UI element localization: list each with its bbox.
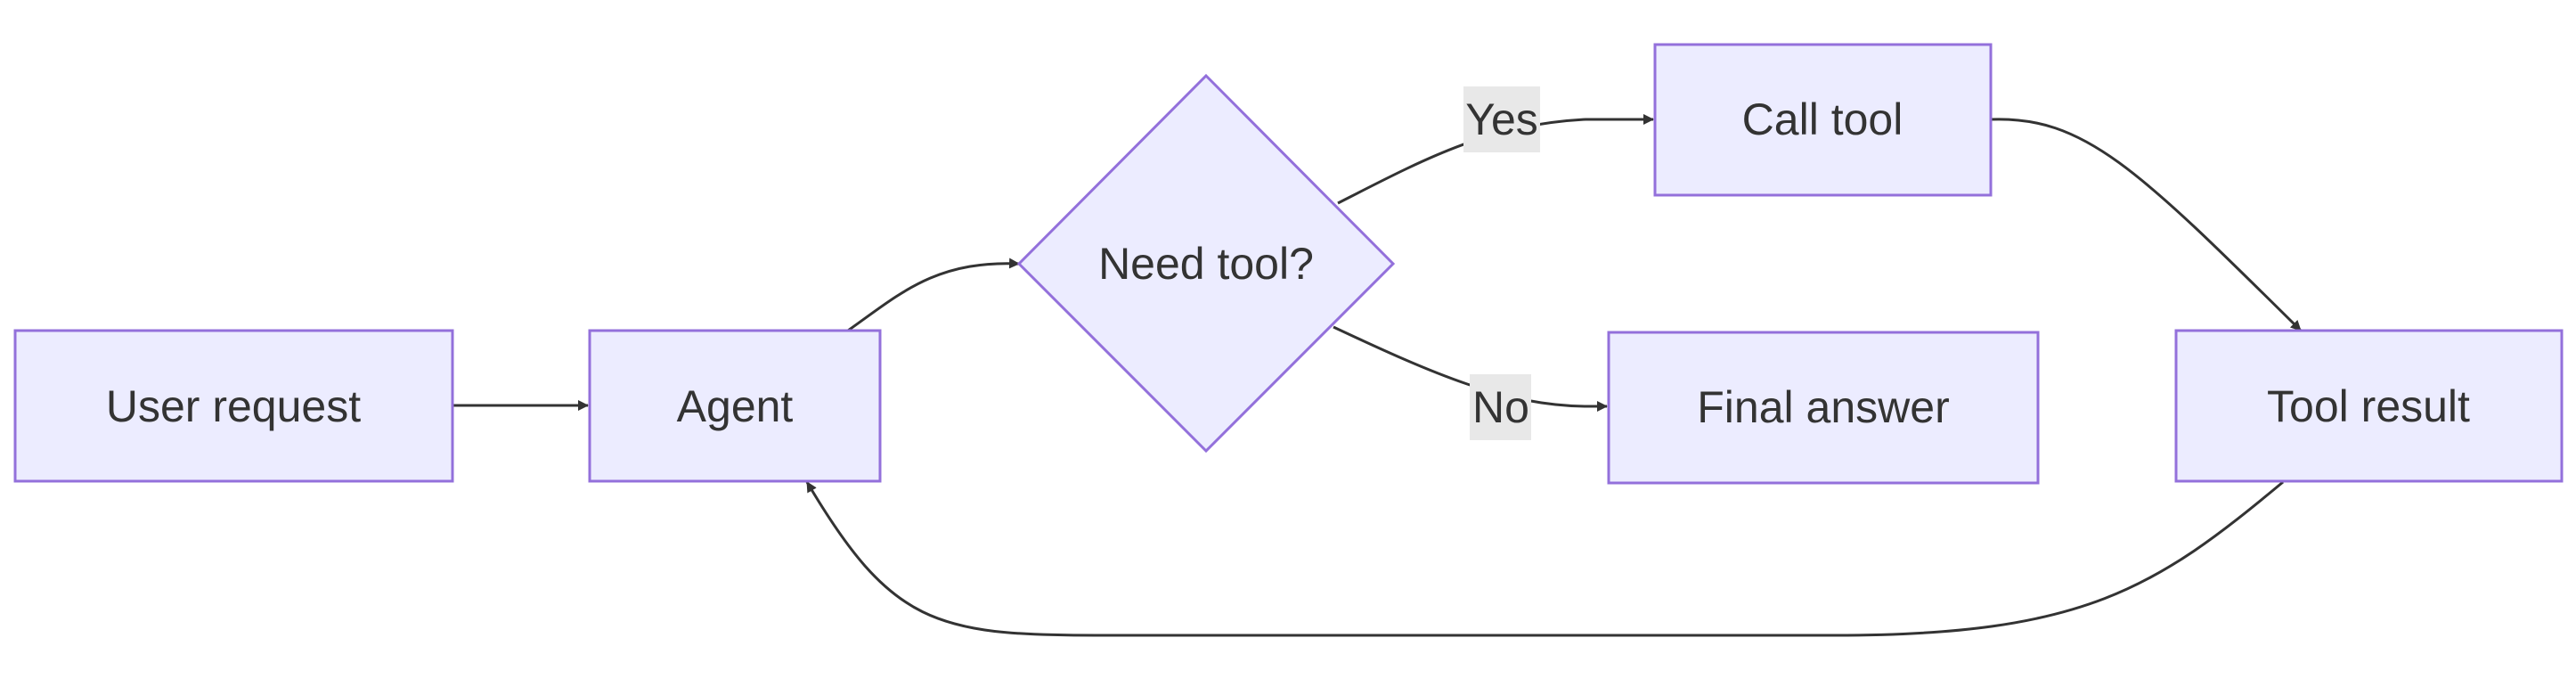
edge-label-no-text: No [1472, 382, 1529, 432]
node-user-request-label: User request [106, 381, 361, 431]
node-call-tool: Call tool [1653, 43, 1993, 197]
node-final-answer: Final answer [1607, 331, 2040, 485]
edge-call-tool-to-tool-result [1990, 118, 2303, 332]
node-call-tool-label: Call tool [1742, 94, 1903, 144]
node-need-tool-decision: Need tool? [1016, 73, 1396, 454]
node-tool-result-label: Tool result [2267, 381, 2470, 431]
node-agent-label: Agent [677, 381, 794, 431]
node-tool-result: Tool result [2174, 329, 2564, 483]
edge-label-yes: Yes [1463, 86, 1540, 152]
edge-tool-result-to-agent [805, 480, 2284, 637]
edge-agent-to-need-tool [847, 258, 1020, 332]
node-final-answer-label: Final answer [1697, 382, 1949, 432]
edge-label-yes-text: Yes [1465, 94, 1538, 144]
edge-label-no: No [1470, 374, 1531, 440]
node-user-request: User request [13, 329, 454, 483]
node-need-tool-label: Need tool? [1098, 239, 1314, 289]
edge-label-no-background [1470, 374, 1531, 440]
node-agent: Agent [588, 329, 882, 483]
edge-label-yes-background [1463, 86, 1540, 152]
